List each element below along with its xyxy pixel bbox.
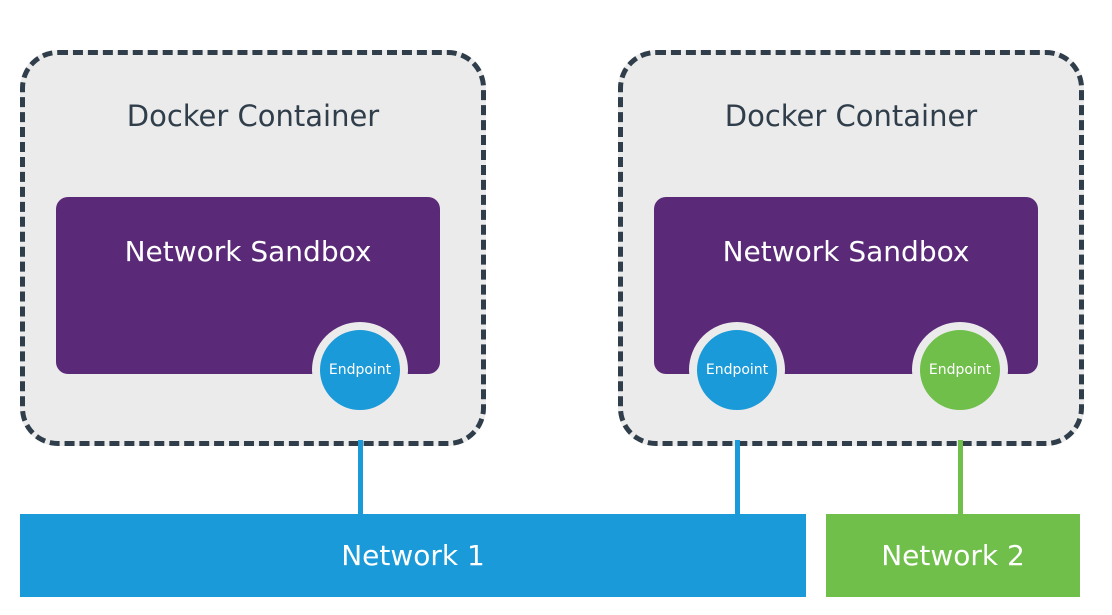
endpoint-2-connector [735,440,740,516]
network-sandbox-title: Network Sandbox [124,235,372,268]
docker-container-title: Docker Container [724,99,978,133]
endpoint-1-connector [358,440,363,516]
endpoint-1: Endpoint [312,322,408,418]
endpoint-3: Endpoint [912,322,1008,418]
network-2-bar: Network 2 [826,514,1080,597]
network-1-bar: Network 1 [20,514,806,597]
endpoint-3-connector [958,440,963,516]
endpoint-2: Endpoint [689,322,785,418]
docker-container-title: Docker Container [126,99,380,133]
network-2-label: Network 2 [881,539,1025,572]
network-sandbox-title: Network Sandbox [722,235,970,268]
network-1-label: Network 1 [341,539,485,572]
